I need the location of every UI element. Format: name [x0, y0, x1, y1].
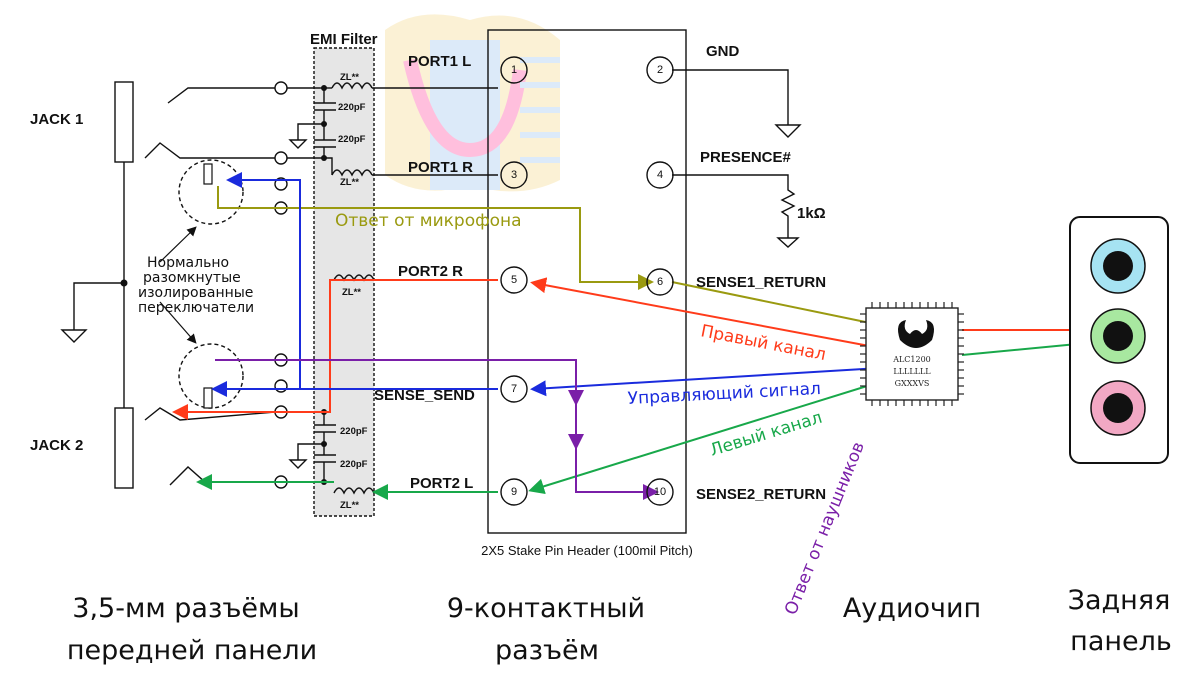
pin-1 [500, 56, 528, 84]
svg-text:7: 7 [511, 383, 517, 395]
rear-panel [1069, 216, 1169, 464]
pin-2 [646, 56, 674, 84]
svg-text:9: 9 [511, 486, 517, 498]
left-channel-chip-to-pin9 [528, 381, 881, 495]
presence-label: PRESENCE# [700, 149, 792, 166]
caption-audio-chip: Аудиочип [843, 593, 981, 624]
caption-front-jacks-line2: передней панели [67, 635, 317, 666]
svg-text:ZL**: ZL** [342, 287, 361, 298]
left-channel-label: Левый канал [708, 408, 825, 461]
port2-r-label: PORT2 R [398, 263, 463, 280]
svg-text:ZL**: ZL** [340, 500, 359, 511]
svg-text:2: 2 [657, 64, 663, 76]
svg-text:ZL**: ZL** [340, 72, 359, 83]
jack1-label: JACK 1 [30, 111, 83, 128]
port1-r-label: PORT1 R [408, 159, 473, 176]
resistor-label: 1kΩ [797, 205, 826, 222]
svg-text:3: 3 [511, 169, 517, 181]
sense1-to-chip-wire [671, 281, 884, 331]
svg-text:10: 10 [654, 486, 666, 498]
pin-7 [500, 375, 528, 403]
pin-10 [646, 478, 674, 506]
svg-text:GXXXVS: GXXXVS [895, 379, 930, 388]
svg-text:4: 4 [657, 169, 663, 181]
sense1-return-label: SENSE1_RETURN [696, 274, 826, 291]
right-channel-chip-to-pin5 [530, 277, 881, 349]
svg-text:6: 6 [657, 276, 663, 288]
right-channel-pin5-to-jack [172, 279, 498, 420]
svg-text:220pF: 220pF [340, 426, 368, 437]
normally-open-switch-note: Нормально разомкнутые изолированные пере… [138, 255, 254, 316]
note-line: переключатели [138, 300, 254, 316]
svg-text:220pF: 220pF [340, 459, 368, 470]
svg-text:220pF: 220pF [338, 102, 366, 113]
mic-response-label: Ответ от микрофона [335, 211, 522, 231]
svg-text:ZL**: ZL** [340, 177, 359, 188]
audio-chip: ALC1200 LLLLLLL GXXXVS [860, 302, 964, 406]
caption-connector-line1: 9-контактный [447, 593, 645, 624]
control-signal-label: Управляющий сигнал [627, 379, 821, 409]
caption-rear-panel-line1: Задняя [1068, 585, 1171, 616]
svg-text:5: 5 [511, 274, 517, 286]
svg-text:LLLLLLL: LLLLLLL [893, 367, 931, 376]
svg-text:1: 1 [511, 64, 517, 76]
caption-connector-line2: разъём [495, 635, 599, 666]
port2-l-label: PORT2 L [410, 475, 473, 492]
pin-3 [500, 161, 528, 189]
gnd-label: GND [706, 43, 740, 60]
jack2-body [114, 407, 134, 489]
note-line: изолированные [138, 285, 253, 301]
pin-5 [500, 266, 528, 294]
pin-6 [646, 268, 674, 296]
control-pin7-to-switches [226, 172, 498, 390]
caption-front-jacks-line1: 3,5-мм разъёмы [72, 593, 299, 624]
crab-logo-icon [898, 320, 934, 348]
svg-text:ALC1200: ALC1200 [892, 355, 931, 364]
switch-circle-top [178, 159, 244, 225]
inductor-port2-l: ZL** [333, 487, 375, 511]
sense-send-label: SENSE_SEND [374, 387, 475, 404]
jack2-label: JACK 2 [30, 437, 83, 454]
caption-rear-panel-line2: панель [1070, 626, 1172, 657]
note-line: разомкнутые [143, 270, 241, 286]
emi-filter-label: EMI Filter [310, 31, 378, 48]
svg-text:220pF: 220pF [338, 134, 366, 145]
jack1-body [114, 81, 134, 163]
pin-header-box [487, 29, 687, 534]
headphone-response-label: Ответ от наушников [781, 439, 869, 618]
pin-9 [500, 478, 528, 506]
right-channel-label: Правый канал [699, 321, 827, 365]
note-line: Нормально [147, 255, 229, 271]
sense2-return-label: SENSE2_RETURN [696, 486, 826, 503]
capacitors-top: 220pF 220pF [288, 85, 366, 161]
control-chip-to-pin7 [530, 367, 881, 397]
pin-header-caption: 2X5 Stake Pin Header (100mil Pitch) [481, 543, 693, 558]
pin-4 [646, 161, 674, 189]
port1-l-label: PORT1 L [408, 53, 471, 70]
header-pins: 1 2 3 4 5 6 7 9 10 [500, 56, 674, 506]
